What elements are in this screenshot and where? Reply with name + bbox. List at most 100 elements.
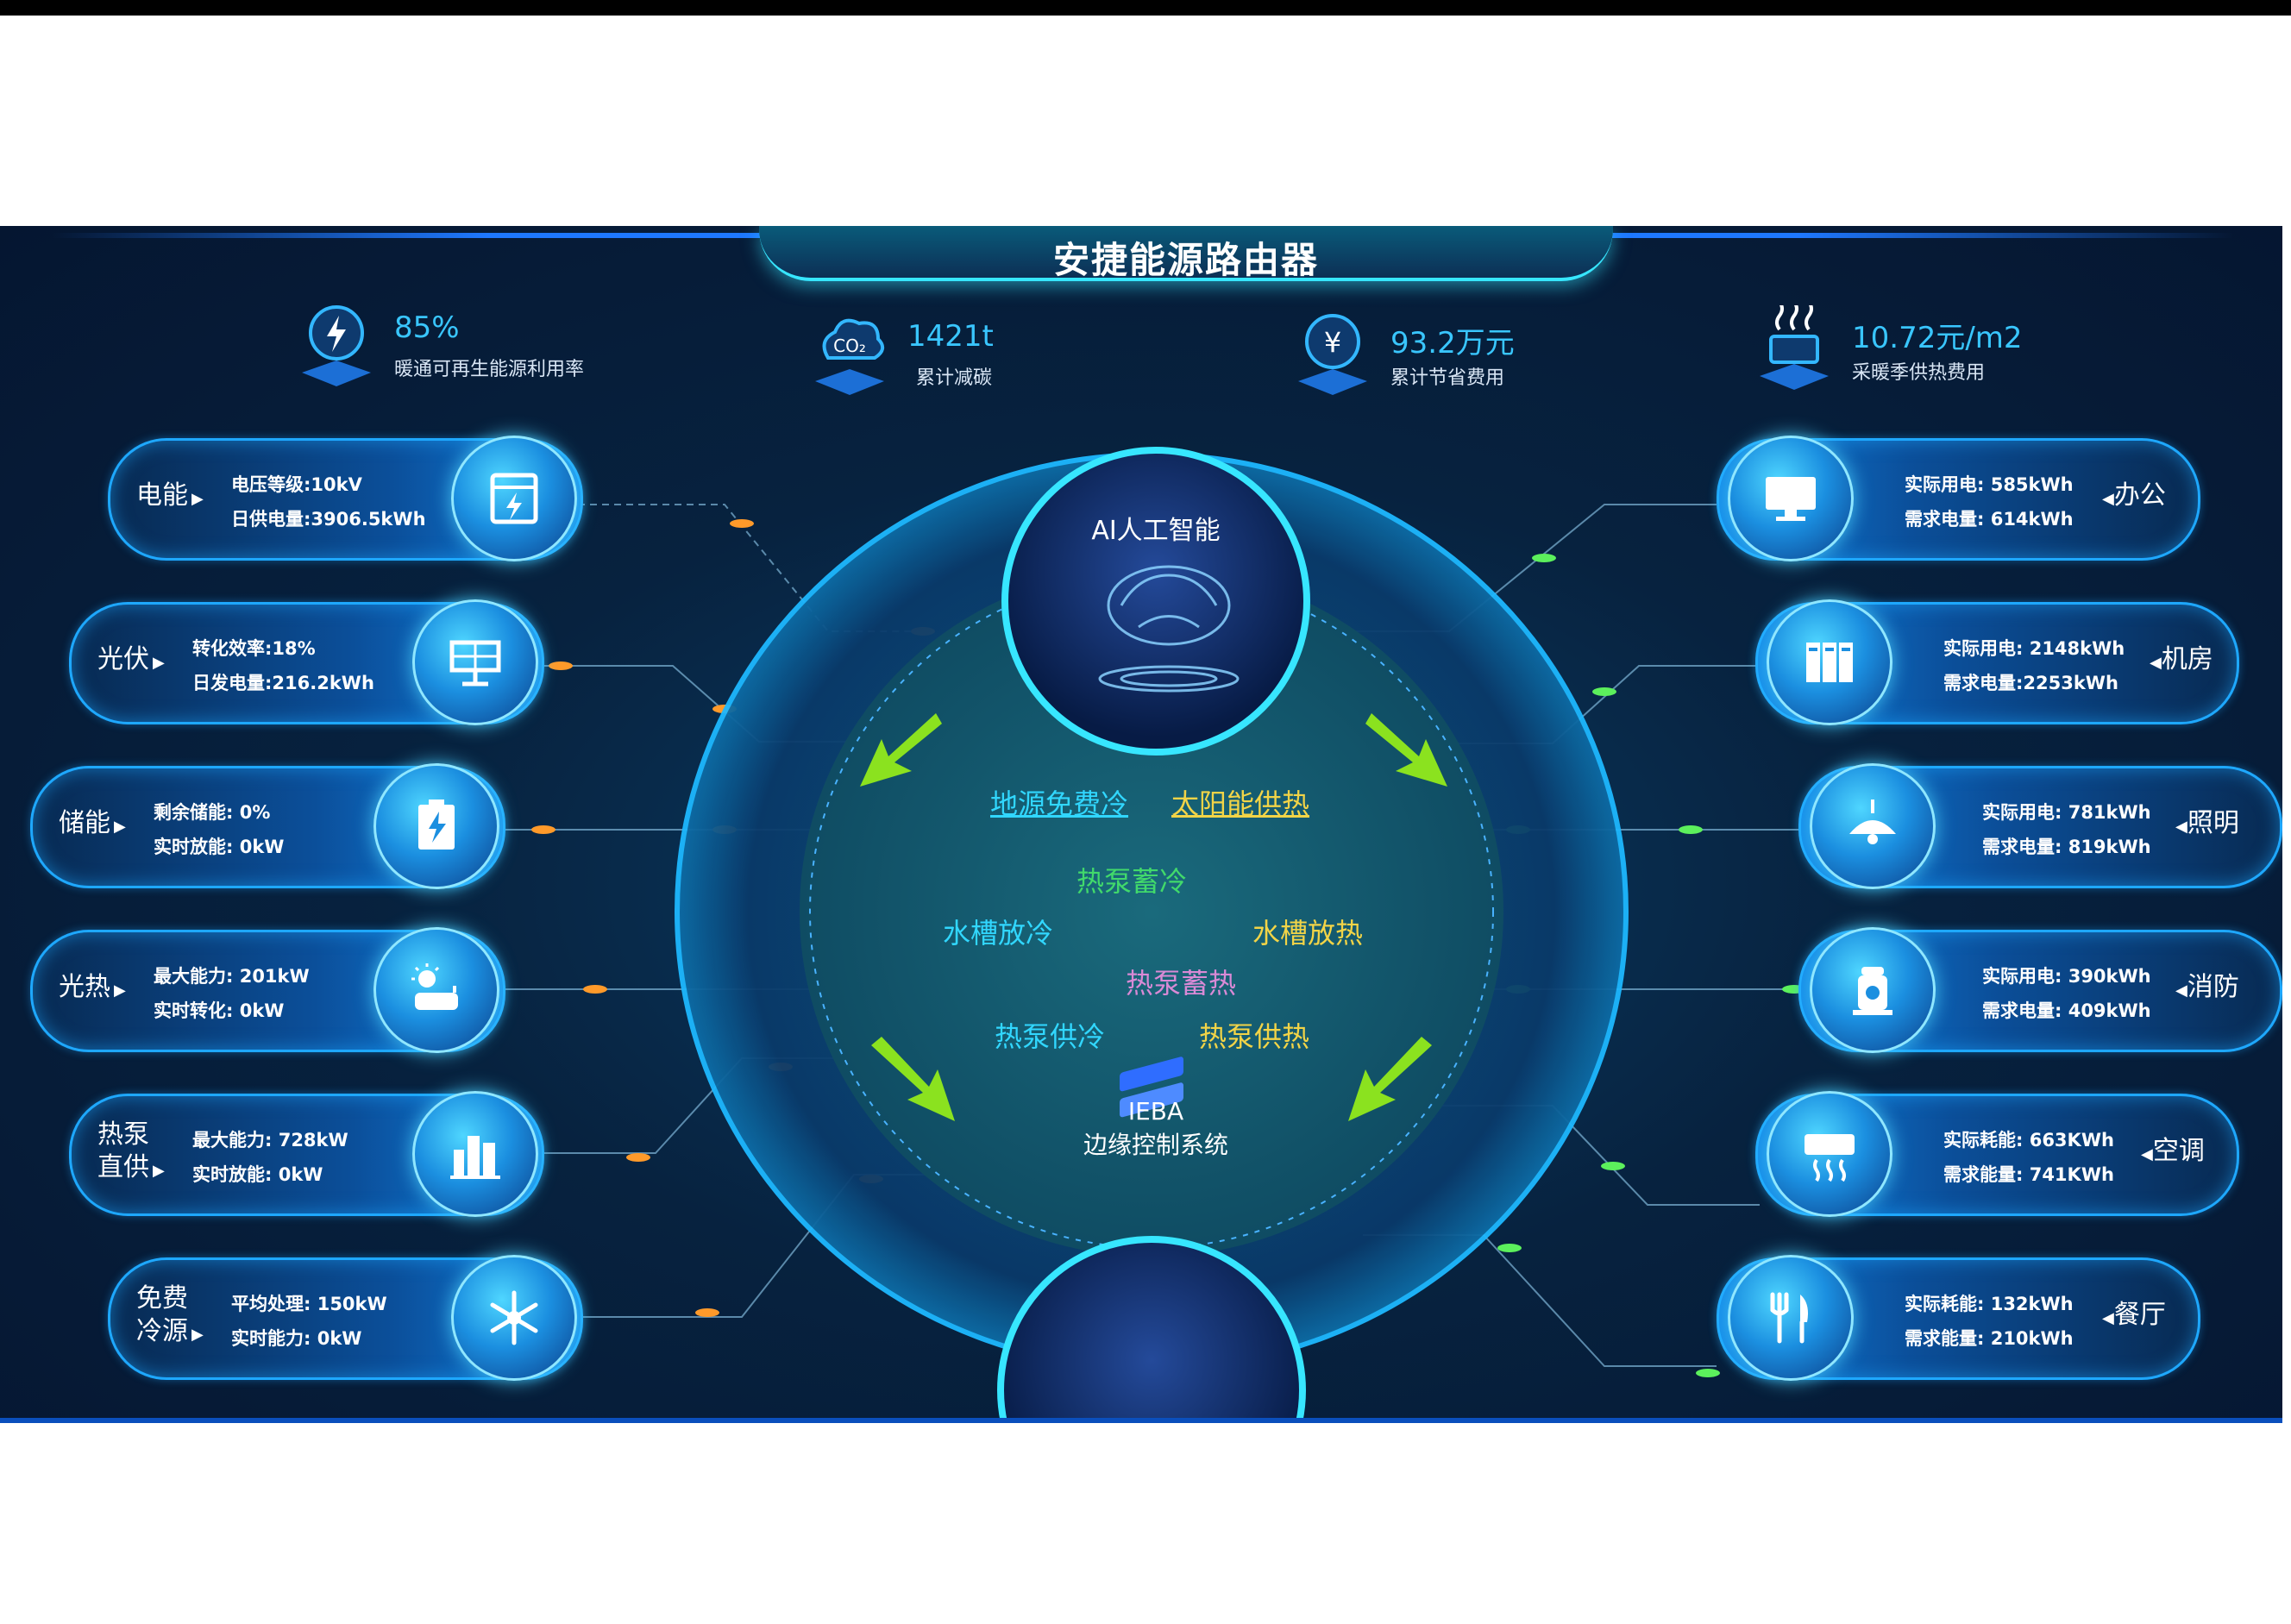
svg-text:¥: ¥ <box>1324 326 1341 359</box>
source-electricity[interactable]: 电能▶ 电压等级:10kV 日供电量:3906.5kWh <box>108 436 583 561</box>
air-conditioner-icon <box>1767 1091 1892 1217</box>
ieba-bubble <box>997 1236 1306 1423</box>
flow-heatpump-heating: 热泵供热 <box>1199 1020 1310 1053</box>
kpi-label: 累计减碳 <box>916 367 993 389</box>
kpi-label: 暖通可再生能源利用率 <box>394 359 585 380</box>
pill-line-2: 需求能量: 210kWh <box>1905 1328 2074 1349</box>
heating-icon <box>1760 305 1829 390</box>
pill-name: ◀机房 <box>2150 644 2213 674</box>
pill-line-1: 电压等级:10kV <box>231 474 362 495</box>
pill-line-2: 实时放能: 0kW <box>154 837 285 857</box>
flow-tank-heat-release: 水槽放热 <box>1252 917 1364 950</box>
inner-circle <box>800 567 1503 1257</box>
flow-solar-heating: 太阳能供热 <box>1171 787 1310 820</box>
pill-name: 电能▶ <box>136 480 204 511</box>
pill-name: ◀消防 <box>2175 972 2239 1002</box>
pill-name: 热泵 直供▶ <box>97 1119 165 1182</box>
kpi-value: 10.72元/m2 <box>1852 321 2023 355</box>
pill-line-1: 实际用电: 2148kWh <box>1943 638 2125 659</box>
monitor-icon <box>1728 436 1854 561</box>
pill-name: ◀餐厅 <box>2102 1300 2166 1330</box>
kpi-cost-savings: ¥ 93.2万元 累计节省费用 <box>1294 310 1570 405</box>
load-restaurant[interactable]: 实际耗能: 132kWh 需求能量: 210kWh ◀餐厅 <box>1717 1255 2200 1381</box>
pill-line-2: 实时转化: 0kW <box>154 1000 285 1021</box>
snowflake-icon <box>451 1255 577 1381</box>
flow-ground-cooling: 地源免费冷 <box>990 787 1129 820</box>
electric-cabinet-icon <box>451 436 577 561</box>
pill-line-2: 日发电量:216.2kWh <box>192 673 374 693</box>
solar-panel-icon <box>412 599 538 725</box>
load-office[interactable]: 实际用电: 585kWh 需求电量: 614kWh ◀办公 <box>1717 436 2200 561</box>
yen-icon: ¥ <box>1298 314 1367 395</box>
pill-line-2: 需求电量: 614kWh <box>1905 509 2074 530</box>
pill-line-1: 剩余储能: 0% <box>154 802 271 823</box>
source-storage[interactable]: 储能▶ 剩余储能: 0% 实时放能: 0kW <box>30 763 505 889</box>
pill-line-1: 实际耗能: 132kWh <box>1905 1294 2074 1314</box>
kpi-label: 采暖季供热费用 <box>1852 362 1986 384</box>
ai-label: AI人工智能 <box>1091 516 1221 546</box>
edge-chip-icon <box>1120 1057 1183 1118</box>
pill-line-2: 需求电量: 819kWh <box>1982 837 2151 857</box>
flow-heatpump-cold-storage: 热泵蓄冷 <box>1076 865 1188 898</box>
load-server-room[interactable]: 实际用电: 2148kWh 需求电量:2253kWh ◀机房 <box>1755 599 2239 725</box>
pill-line-1: 转化效率:18% <box>192 638 316 659</box>
pill-line-2: 需求电量: 409kWh <box>1982 1000 2151 1021</box>
load-lighting[interactable]: 实际用电: 781kWh 需求电量: 819kWh ◀照明 <box>1798 763 2282 889</box>
flow-arrows <box>860 713 1447 1121</box>
kpi-heating-cost: 10.72元/m2 采暖季供热费用 <box>1755 305 2118 400</box>
pill-line-2: 需求能量: 741KWh <box>1943 1164 2114 1185</box>
source-free-cooling[interactable]: 免费 冷源▶ 平均处理: 150kW 实时能力: 0kW <box>108 1255 583 1381</box>
pill-line-2: 需求电量:2253kWh <box>1943 673 2118 693</box>
pill-line-2: 实时能力: 0kW <box>231 1328 362 1349</box>
ai-bubble <box>1001 447 1310 756</box>
kpi-value: 1421t <box>907 319 994 354</box>
pill-line-1: 实际用电: 585kWh <box>1905 474 2074 495</box>
fire-hydrant-icon <box>1810 927 1936 1053</box>
flow-tank-cool-release: 水槽放冷 <box>943 917 1054 950</box>
svg-text:CO₂: CO₂ <box>833 335 866 356</box>
pill-line-1: 最大能力: 728kW <box>192 1130 348 1151</box>
pill-line-1: 最大能力: 201kW <box>154 966 310 987</box>
edge-control-label: 边缘控制系统 <box>1083 1131 1228 1159</box>
pill-name: ◀空调 <box>2141 1136 2205 1166</box>
pill-name: 储能▶ <box>59 808 126 838</box>
ieba-label: IEBA <box>1127 1097 1184 1126</box>
pill-name: ◀办公 <box>2102 480 2166 511</box>
brain-icon <box>1098 565 1240 693</box>
fork-knife-icon <box>1728 1255 1854 1381</box>
center-diagram <box>500 447 1806 1423</box>
heat-pump-icon <box>412 1091 538 1217</box>
lamp-icon <box>1810 763 1936 889</box>
source-solar-thermal[interactable]: 光热▶ 最大能力: 201kW 实时转化: 0kW <box>30 927 505 1053</box>
kpi-value: 85% <box>394 310 460 345</box>
pill-name: 光热▶ <box>59 972 126 1002</box>
pill-line-1: 平均处理: 150kW <box>231 1294 387 1314</box>
load-fire-protection[interactable]: 实际用电: 390kWh 需求电量: 409kWh ◀消防 <box>1798 927 2282 1053</box>
pill-name: ◀照明 <box>2175 808 2239 838</box>
pill-line-2: 实时放能: 0kW <box>192 1164 323 1185</box>
flow-heatpump-cooling: 热泵供冷 <box>995 1020 1106 1053</box>
pill-name: 免费 冷源▶ <box>136 1283 204 1346</box>
kpi-label: 累计节省费用 <box>1390 367 1505 389</box>
kpi-carbon-reduction: CO₂ 1421t 累计减碳 <box>811 310 1070 405</box>
pill-line-1: 实际用电: 781kWh <box>1982 802 2151 823</box>
source-heat-pump-direct[interactable]: 热泵 直供▶ 最大能力: 728kW 实时放能: 0kW <box>69 1091 544 1217</box>
load-air-conditioning[interactable]: 实际耗能: 663KWh 需求能量: 741KWh ◀空调 <box>1755 1091 2239 1217</box>
source-photovoltaic[interactable]: 光伏▶ 转化效率:18% 日发电量:216.2kWh <box>69 599 544 725</box>
kpi-renewable-rate: 85% 暖通可再生能源利用率 <box>298 302 686 397</box>
solar-heater-icon <box>373 927 499 1053</box>
kpi-value: 93.2万元 <box>1390 326 1515 361</box>
flow-heatpump-heat-storage: 热泵蓄热 <box>1126 967 1237 1000</box>
title-tab: 安捷能源路由器 <box>759 226 1613 281</box>
pill-line-2: 日供电量:3906.5kWh <box>231 509 426 530</box>
server-rack-icon <box>1767 599 1892 725</box>
co2-icon: CO₂ <box>815 318 885 395</box>
lightning-hex-icon <box>302 305 371 386</box>
pill-name: 光伏▶ <box>97 644 165 674</box>
page-title: 安捷能源路由器 <box>1052 239 1319 281</box>
dashboard-panel: 安捷能源路由器 <box>0 226 2282 1423</box>
battery-icon <box>373 763 499 889</box>
footer-line <box>0 1418 2282 1423</box>
pill-line-1: 实际用电: 390kWh <box>1982 966 2151 987</box>
pill-line-1: 实际耗能: 663KWh <box>1943 1130 2114 1151</box>
